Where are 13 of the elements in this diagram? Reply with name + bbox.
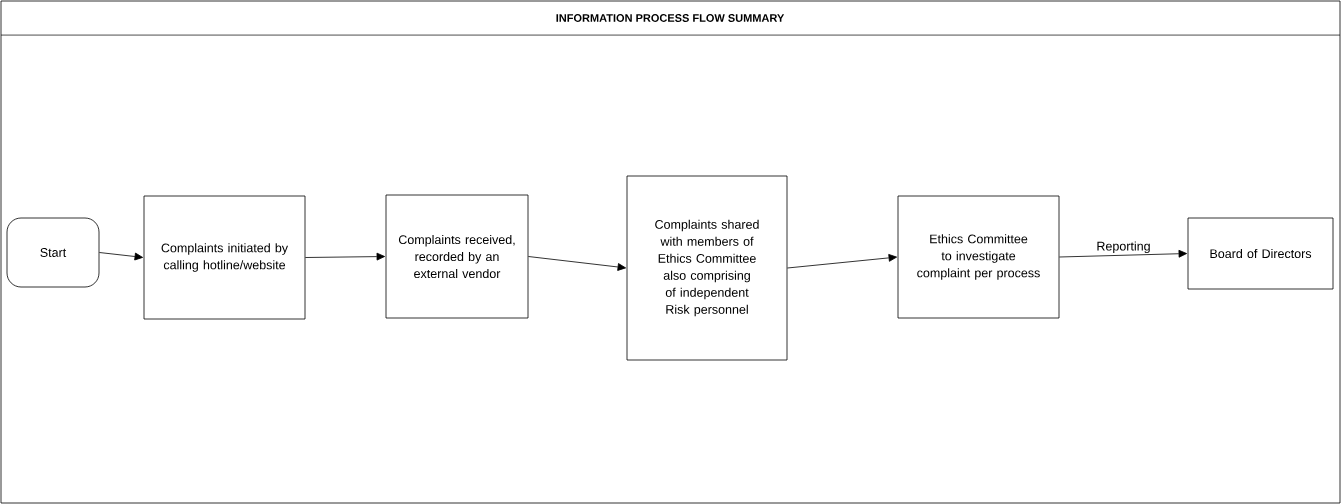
arrow xyxy=(305,252,385,261)
start-terminal: Start xyxy=(6,217,100,288)
process-box: Board of Directors xyxy=(1187,217,1334,290)
process-box: Complaints shared with members of Ethics Committee also comprising of independent Risk personnel xyxy=(626,175,788,361)
arrow xyxy=(99,252,144,261)
title: INFORMATION PROCESS FLOW SUMMARY xyxy=(556,14,785,22)
arrow xyxy=(787,254,898,269)
arrow xyxy=(1059,249,1188,258)
process-box: Complaints received, recorded by an external vendor xyxy=(385,194,529,319)
process-box: Ethics Committee to investigate complaint per process xyxy=(897,195,1060,319)
arrow xyxy=(528,256,627,271)
process-box: Complaints initiated by calling hotline/website xyxy=(143,195,306,320)
edge-label: Reporting xyxy=(1095,240,1152,255)
